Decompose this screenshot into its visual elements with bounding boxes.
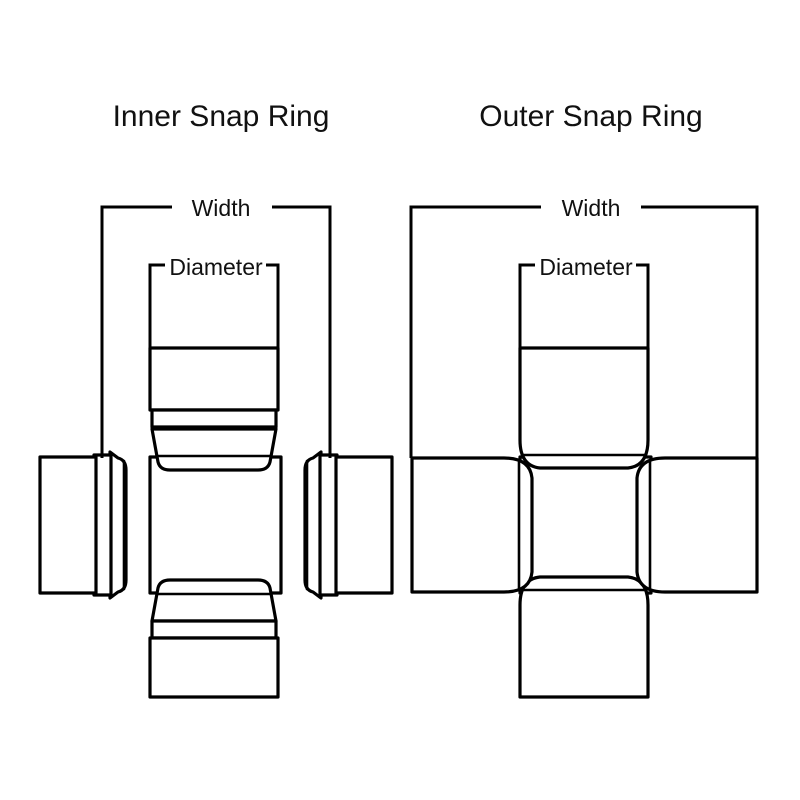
inner-cross-body xyxy=(38,346,394,699)
inner-top-cap-band xyxy=(150,408,278,429)
outer-center-block xyxy=(518,455,653,595)
inner-diameter-dimension: Diameter xyxy=(148,254,280,350)
inner-width-bracket-right xyxy=(272,205,332,458)
inner-snap-ring-title: Inner Snap Ring xyxy=(113,100,330,133)
outer-diameter-bracket-right xyxy=(636,263,650,350)
outer-diameter-label: Diameter xyxy=(539,254,633,280)
outer-bottom-cap-body xyxy=(518,575,650,699)
outer-snap-ring-title: Outer Snap Ring xyxy=(479,100,702,133)
outer-left-arm-body xyxy=(410,456,534,594)
inner-top-cap-taper xyxy=(150,427,278,472)
outer-width-bracket-left xyxy=(409,205,541,458)
outer-diameter-dimension: Diameter xyxy=(518,254,650,350)
inner-diameter-bracket-right xyxy=(266,263,280,350)
outer-cross-body xyxy=(410,346,759,699)
inner-bottom-cap-body xyxy=(148,636,280,699)
inner-width-label: Width xyxy=(192,195,251,221)
inner-center-block xyxy=(148,455,283,595)
inner-diameter-label: Diameter xyxy=(169,254,263,280)
inner-width-bracket-left xyxy=(100,205,172,458)
outer-snap-ring-diagram: Outer Snap Ring xyxy=(409,100,759,699)
outer-width-bracket-right xyxy=(641,205,759,458)
inner-width-dimension: Width xyxy=(100,195,332,458)
outer-diameter-bracket-left xyxy=(518,263,535,350)
inner-bottom-cap-band xyxy=(150,619,278,640)
outer-top-cap-body xyxy=(518,346,650,470)
inner-diameter-bracket-left xyxy=(148,263,165,350)
inner-bottom-cap-taper xyxy=(150,578,278,623)
inner-right-arm-body xyxy=(334,455,394,595)
inner-top-cap-body xyxy=(148,346,280,412)
outer-right-arm-body xyxy=(635,456,759,594)
outer-width-dimension: Width xyxy=(409,195,759,458)
outer-width-label: Width xyxy=(562,195,621,221)
inner-left-arm-body xyxy=(38,455,98,595)
inner-snap-ring-diagram: Inner Snap Ring xyxy=(38,100,394,699)
